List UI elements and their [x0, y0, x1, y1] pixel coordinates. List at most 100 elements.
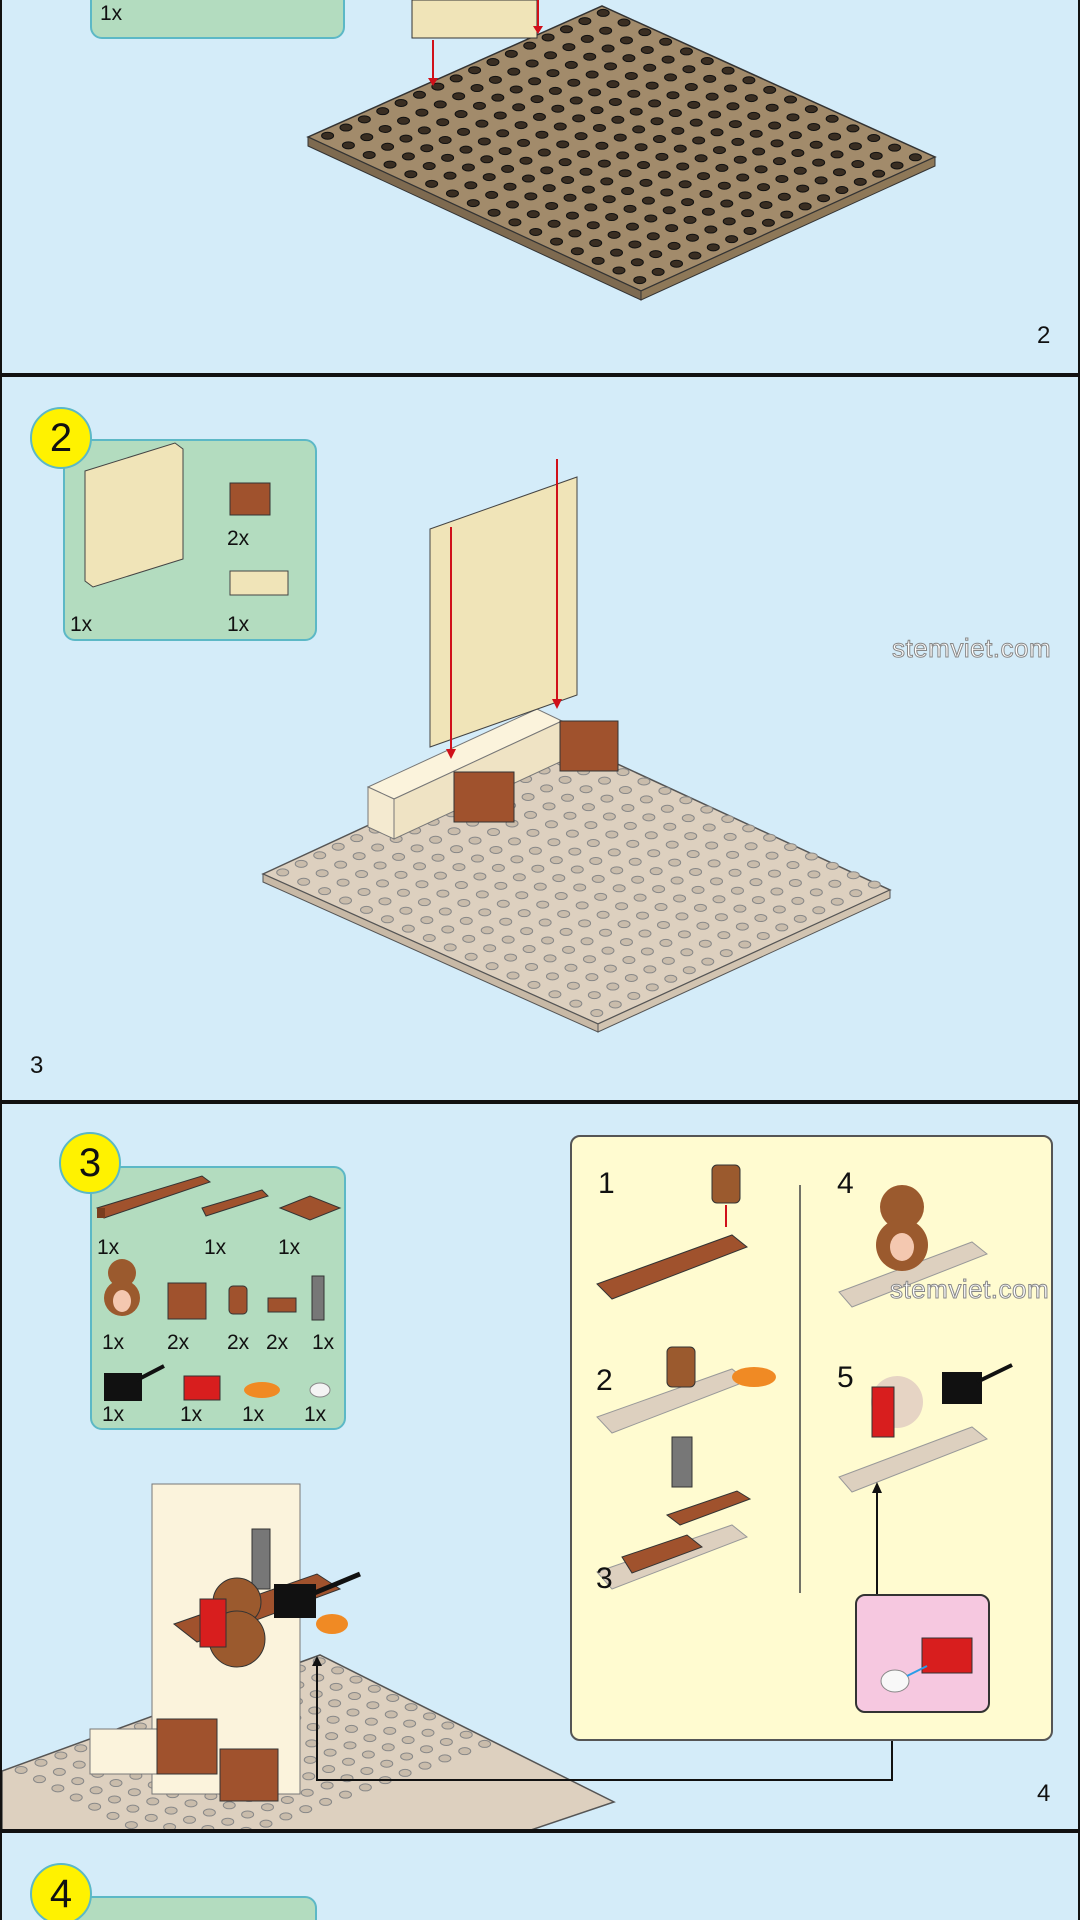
- stud: [527, 980, 541, 989]
- stud: [468, 66, 482, 75]
- stud: [678, 180, 692, 189]
- stud: [644, 214, 658, 223]
- sub-assembly-callout: [855, 1594, 990, 1713]
- part-qty: 2x: [227, 527, 250, 550]
- stud: [598, 776, 612, 785]
- stud: [457, 127, 471, 136]
- stud: [639, 178, 653, 187]
- stud: [381, 142, 395, 151]
- stud: [825, 114, 839, 123]
- stud: [670, 876, 684, 885]
- stud: [590, 106, 604, 115]
- stud: [621, 803, 635, 812]
- stud: [421, 1728, 435, 1737]
- stud: [503, 182, 517, 191]
- stud: [630, 258, 644, 267]
- stud: [358, 1783, 372, 1792]
- stud: [528, 77, 542, 86]
- stud: [294, 859, 308, 868]
- stud: [628, 857, 642, 866]
- parts-box: 1x: [90, 0, 345, 39]
- stud: [547, 219, 561, 228]
- stud: [425, 179, 439, 188]
- stud: [540, 166, 554, 175]
- stud: [673, 894, 687, 903]
- stud: [657, 170, 671, 179]
- stud: [429, 835, 443, 844]
- stud: [697, 172, 711, 181]
- stud: [733, 904, 747, 913]
- stud: [615, 902, 629, 911]
- stud: [733, 155, 747, 164]
- stud: [610, 866, 624, 875]
- stud: [780, 210, 794, 219]
- stud: [401, 152, 415, 161]
- stud: [649, 867, 663, 876]
- stud: [639, 795, 653, 804]
- stud: [509, 85, 523, 94]
- stud: [559, 25, 573, 34]
- stud: [768, 121, 782, 130]
- brown-brick-icon: [229, 482, 271, 516]
- stud: [357, 115, 371, 124]
- stud: [655, 152, 669, 161]
- stud: [488, 75, 502, 84]
- stud: [668, 109, 682, 118]
- stud: [567, 78, 581, 87]
- stud: [331, 1666, 345, 1675]
- stud: [573, 883, 587, 892]
- stud: [589, 239, 603, 248]
- stud: [664, 73, 678, 82]
- stud: [433, 871, 447, 880]
- substep-number: 3: [596, 1562, 613, 1595]
- stud: [798, 202, 812, 211]
- stud: [72, 1760, 86, 1769]
- stud: [493, 111, 507, 120]
- stud: [705, 92, 719, 101]
- stud: [637, 161, 651, 170]
- stud: [812, 158, 826, 167]
- stud: [433, 100, 447, 109]
- stud: [441, 925, 455, 934]
- stud: [650, 117, 664, 126]
- substep-number: 2: [596, 1364, 613, 1397]
- part-qty: 2x: [167, 1331, 190, 1354]
- stud: [578, 919, 592, 928]
- stud: [770, 887, 784, 896]
- stud: [642, 813, 656, 822]
- panel-page-4: 3 1x 1x 1x 1x 2x 2x 2x 1x 1x 1x 1x 1x: [0, 1102, 1080, 1831]
- stud: [458, 1747, 472, 1756]
- stud: [848, 142, 862, 151]
- stud: [530, 95, 544, 104]
- stud: [276, 868, 290, 877]
- stud: [163, 1823, 177, 1829]
- stud: [299, 1805, 313, 1814]
- stud: [791, 148, 805, 157]
- stud: [378, 897, 392, 906]
- stud: [383, 1726, 397, 1735]
- stud: [538, 918, 552, 927]
- stud: [438, 1754, 452, 1763]
- stud: [521, 792, 535, 801]
- stud: [487, 828, 501, 837]
- stud: [807, 122, 821, 131]
- stud: [590, 1009, 604, 1018]
- stud: [548, 990, 562, 999]
- stud: [606, 80, 620, 89]
- stud: [786, 861, 800, 870]
- substep-number: 4: [837, 1167, 854, 1200]
- stud: [689, 118, 703, 127]
- step-2-illustration: [261, 459, 892, 1033]
- stud: [536, 900, 550, 909]
- stud: [736, 173, 750, 182]
- stud: [588, 88, 602, 97]
- stud: [454, 110, 468, 119]
- stud: [658, 786, 672, 795]
- stud: [561, 175, 575, 184]
- stud: [846, 871, 860, 880]
- stud: [707, 859, 721, 868]
- stud: [629, 107, 643, 116]
- stud: [436, 118, 450, 127]
- stud: [775, 174, 789, 183]
- stud: [581, 185, 595, 194]
